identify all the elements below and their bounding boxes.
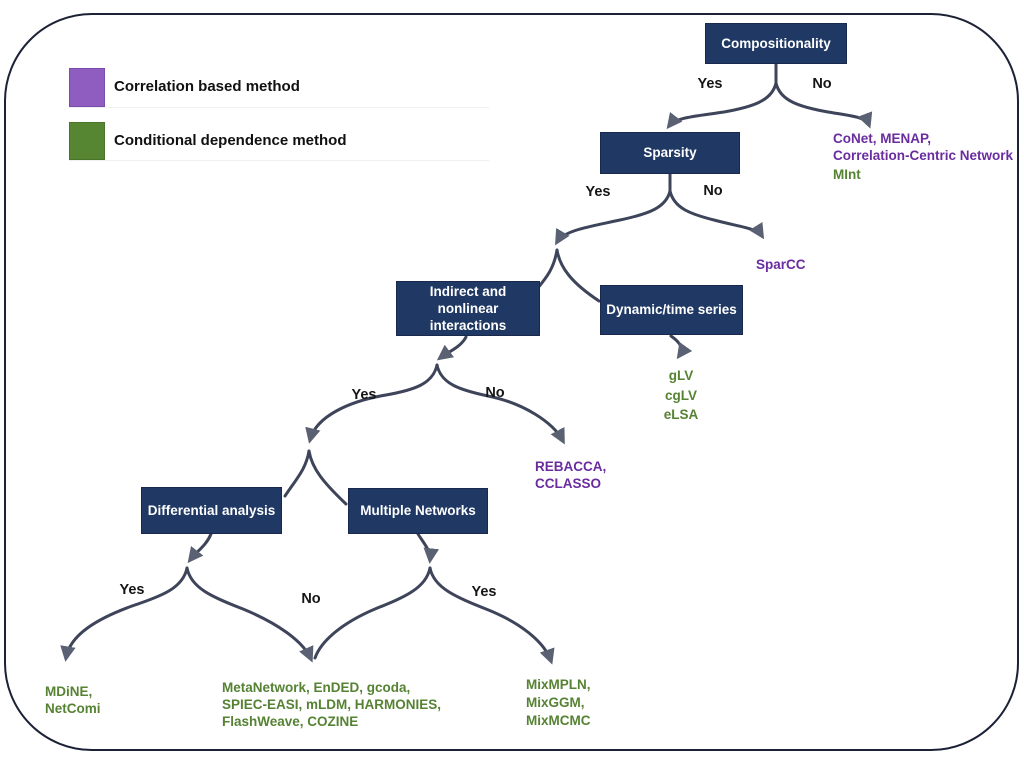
arrow-multiple-yes: [428, 566, 555, 665]
stem-indirect: [436, 335, 468, 361]
leaf-meta-line3: FlashWeave, COZINE: [222, 714, 359, 729]
node-indirect-nonlinear: Indirect and nonlinear interactions: [396, 281, 540, 336]
node-dynamic-time-series: Dynamic/time series: [600, 285, 743, 335]
leaf-rebacca-line2: CCLASSO: [535, 476, 602, 491]
leaf-rebacca-line1: REBACCA,: [535, 459, 607, 474]
leaf-mdine-netcomi: MDiNE, NetComi: [45, 684, 101, 717]
legend-label-conditional: Conditional dependence method: [114, 131, 347, 149]
leaf-metanetwork-group: MetaNetwork, EnDED, gcoda, SPIEC-EASI, m…: [222, 679, 441, 730]
legend-separator: [69, 107, 489, 108]
arrow-differential-no: [185, 566, 314, 663]
node-multiple-networks: Multiple Networks: [348, 488, 488, 534]
arrow-multiple-no: [313, 566, 432, 660]
branch-label-compositionality-yes: Yes: [697, 76, 723, 92]
arrow-compositionality-no: [774, 81, 873, 129]
leaf-meta-line1: MetaNetwork, EnDED, gcoda,: [222, 680, 411, 695]
leaf-mint: MInt: [833, 167, 861, 182]
arrow-dynamic-to-glv: [669, 334, 693, 360]
branch-label-shared-no: No: [301, 591, 321, 607]
leaf-glv-line2: cgLV: [664, 387, 697, 403]
arrow-indirect-no: [435, 363, 565, 445]
leaf-rebacca-cclasso: REBACCA, CCLASSO: [535, 458, 606, 492]
leaf-conet-line1: CoNet, MENAP,: [833, 131, 932, 146]
node-multiple-label: Multiple Networks: [360, 503, 476, 519]
node-compositionality: Compositionality: [705, 23, 847, 64]
outer-rounded-border: [4, 13, 1019, 751]
leaf-mix-line3: MixMCMC: [526, 713, 591, 728]
leaf-mdine-line2: NetComi: [45, 700, 101, 716]
node-indirect-label: Indirect and nonlinear interactions: [430, 283, 507, 334]
arrow-sparsity-no: [668, 189, 765, 240]
node-indirect-line3: interactions: [429, 318, 507, 333]
leaf-sparcc: SparCC: [756, 257, 806, 272]
arrow-sparsity-yes: [555, 189, 672, 246]
node-compositionality-label: Compositionality: [721, 35, 831, 51]
branch-label-sparsity-no: No: [703, 183, 723, 199]
branch-label-indirect-no: No: [485, 385, 505, 401]
arrow-indirect-yes: [305, 363, 439, 444]
legend-label-correlation: Correlation based method: [114, 78, 300, 95]
stem-differential: [187, 532, 213, 564]
link-junction-to-dynamic-box: [555, 248, 601, 303]
branch-label-compositionality-no: No: [812, 76, 832, 92]
node-dynamic-label: Dynamic/time series: [606, 302, 737, 318]
node-sparsity-label: Sparsity: [643, 145, 697, 161]
branch-label-sparsity-yes: Yes: [585, 184, 611, 200]
leaf-mix-line2: MixGGM,: [526, 695, 585, 710]
node-indirect-line2: nonlinear: [437, 301, 499, 316]
node-differential-label: Differential analysis: [147, 502, 276, 518]
branch-label-indirect-yes: Yes: [351, 387, 377, 403]
link-junction-to-differential-box: [283, 449, 311, 498]
leaf-conet-line2: Correlation-Centric Network: [833, 148, 1014, 163]
node-indirect-line1: Indirect and: [429, 284, 507, 299]
stem-multiple: [416, 532, 440, 564]
legend-separator: [69, 160, 489, 161]
leaf-mdine-line1: MDiNE,: [45, 684, 93, 699]
link-junction-to-multiple-box: [307, 449, 348, 506]
leaf-mix-group: MixMPLN, MixGGM, MixMCMC: [526, 676, 591, 730]
branch-label-differential-yes: Yes: [119, 582, 145, 598]
node-differential-analysis: Differential analysis: [141, 487, 282, 534]
leaf-mix-line1: MixMPLN,: [526, 677, 591, 692]
link-junction-to-indirect-box: [535, 248, 559, 291]
legend-swatch-correlation: [69, 68, 105, 107]
leaf-glv-line1: gLV: [668, 368, 694, 383]
branch-label-multiple-yes: Yes: [471, 584, 497, 600]
node-sparsity: Sparsity: [600, 132, 740, 174]
leaf-meta-line2: SPIEC-EASI, mLDM, HARMONIES,: [222, 697, 442, 712]
leaf-glv-cglv-elsa: gLV cgLV eLSA: [645, 366, 717, 425]
leaf-conet-menap-ccn: CoNet, MENAP, Correlation-Centric Networ…: [833, 130, 1013, 164]
leaf-glv-line3: eLSA: [663, 407, 699, 422]
legend-swatch-conditional: [69, 122, 105, 160]
arrow-differential-yes: [60, 566, 189, 662]
arrow-compositionality-yes: [666, 81, 778, 130]
